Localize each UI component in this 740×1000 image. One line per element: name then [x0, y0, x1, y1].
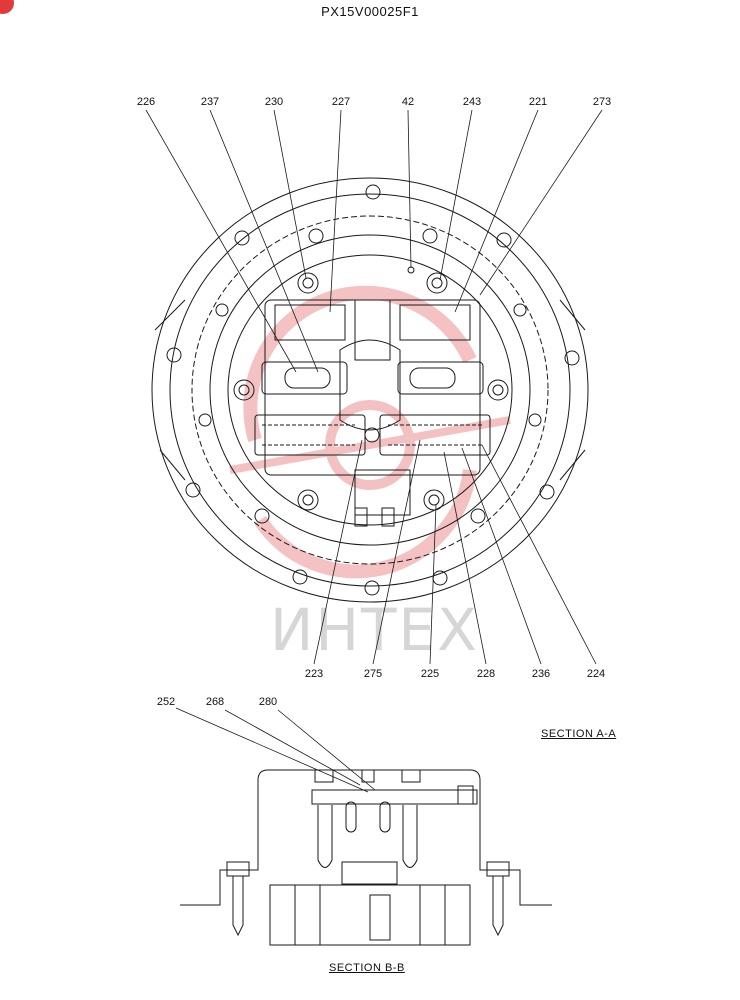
watermark-text: ИНТЕХ	[270, 596, 479, 664]
leader-lines-top	[145, 109, 603, 665]
callout-252: 252	[156, 696, 176, 708]
callout-224: 224	[586, 668, 606, 680]
drawing-number: PX15V00025F1	[321, 4, 419, 19]
section-b-b-view	[175, 707, 552, 946]
callout-230: 230	[264, 96, 284, 108]
callout-280: 280	[258, 696, 278, 708]
callout-221: 221	[528, 96, 548, 108]
callout-275: 275	[363, 668, 383, 680]
callout-237: 237	[200, 96, 220, 108]
callout-236: 236	[531, 668, 551, 680]
section-a-a-label: SECTION A-A	[541, 728, 617, 740]
callout-243: 243	[462, 96, 482, 108]
callout-268: 268	[205, 696, 225, 708]
watermark-logo	[229, 285, 511, 579]
callout-226: 226	[136, 96, 156, 108]
inner-bolts	[233, 266, 509, 511]
valve-block	[254, 299, 491, 527]
callout-228: 228	[476, 668, 496, 680]
outer-bolts	[166, 184, 580, 596]
corner-badge	[0, 0, 14, 14]
callout-225: 225	[420, 668, 440, 680]
callout-223: 223	[304, 668, 324, 680]
callout-273: 273	[592, 96, 612, 108]
callout-227: 227	[331, 96, 351, 108]
section-b-b-label: SECTION B-B	[329, 962, 405, 974]
housing-outline	[151, 177, 589, 603]
callout-42: 42	[401, 96, 415, 108]
